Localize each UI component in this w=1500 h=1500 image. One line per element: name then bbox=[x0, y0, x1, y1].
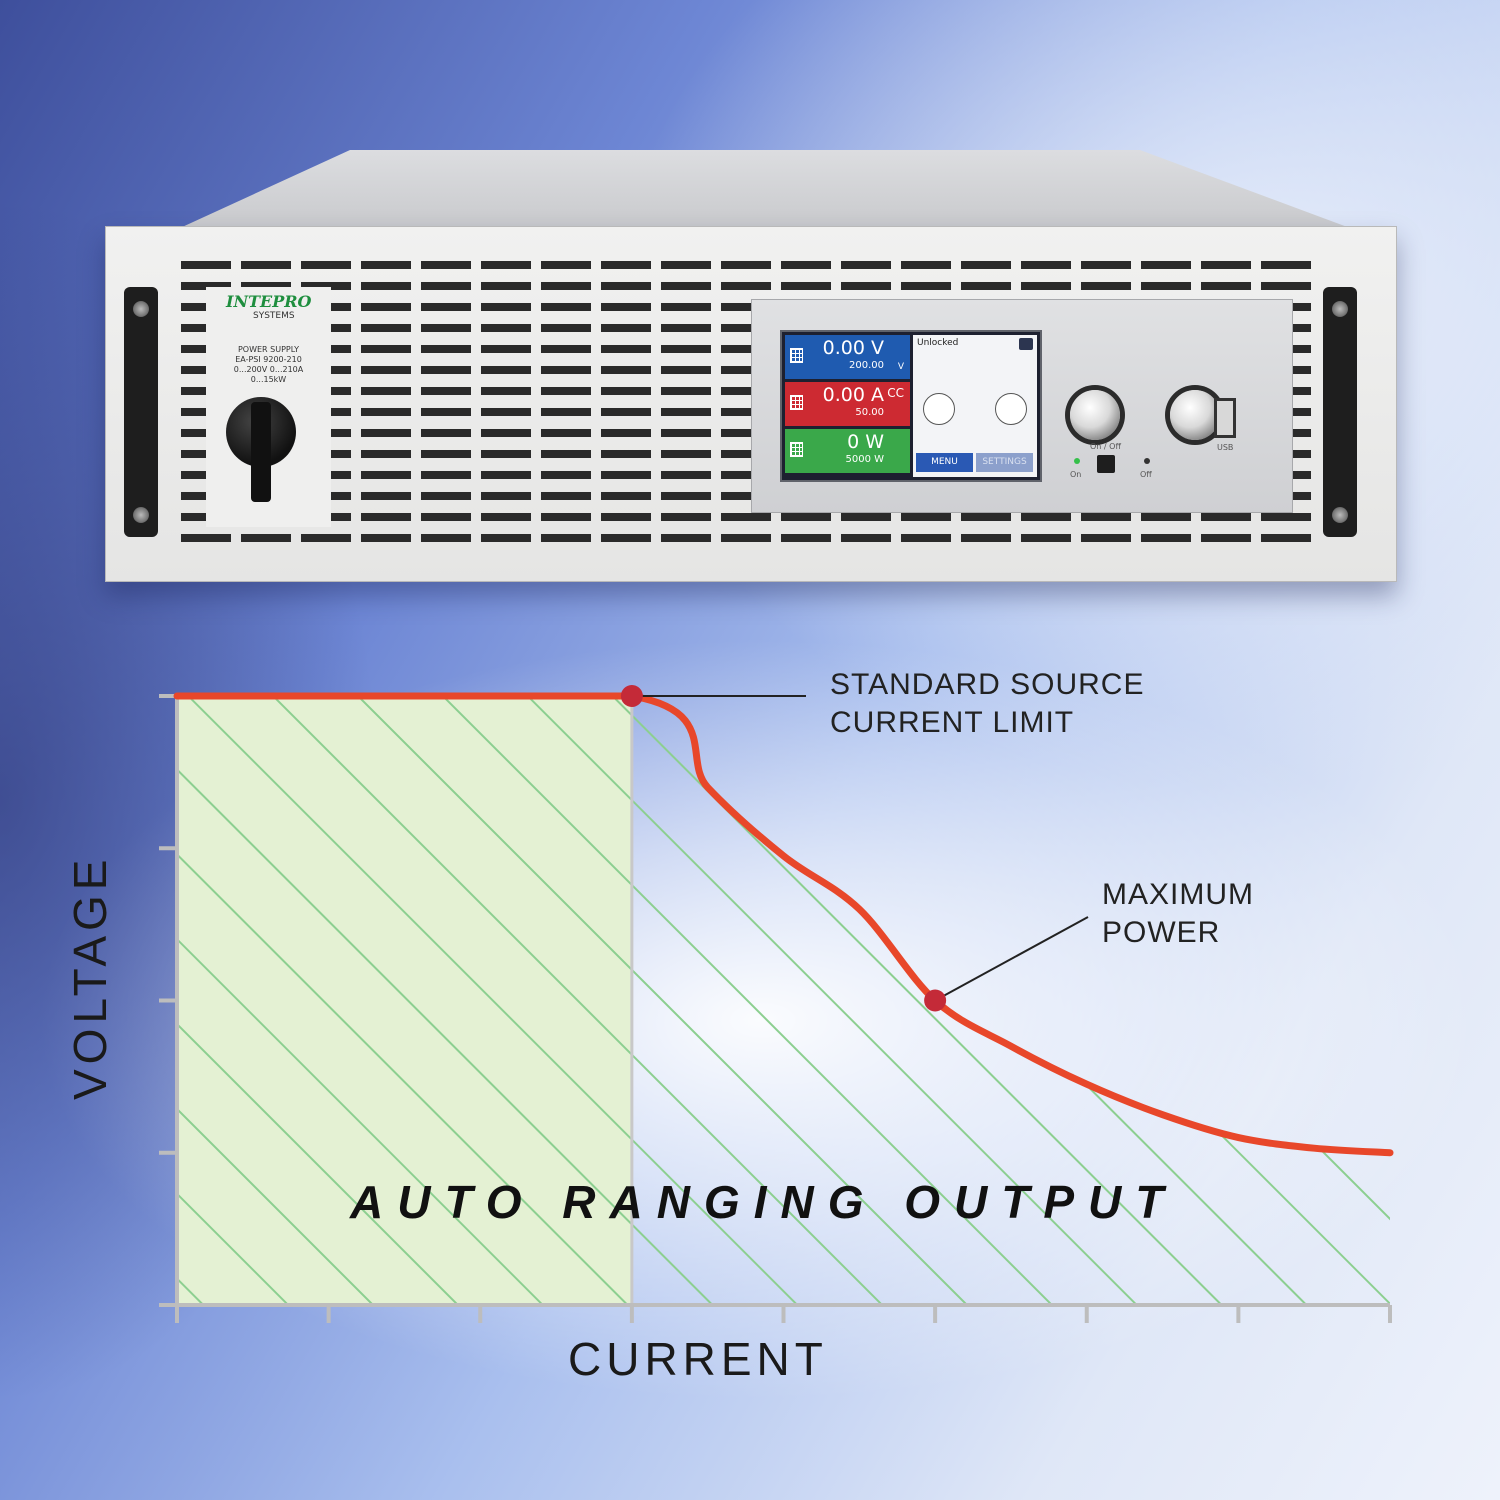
current-actual: 0.00 A bbox=[822, 384, 884, 406]
led-on-icon bbox=[1074, 458, 1080, 464]
model-line: 0...200V 0...210A bbox=[233, 365, 304, 374]
brand-logo: INTEPRO bbox=[226, 292, 312, 311]
power-row[interactable]: 0 W 5000 W bbox=[785, 429, 910, 473]
right-rotary-knob[interactable] bbox=[1170, 390, 1220, 440]
model-line: POWER SUPPLY bbox=[237, 345, 300, 354]
model-line: EA-PSI 9200-210 bbox=[235, 355, 302, 364]
onoff-label: On / Off bbox=[1090, 442, 1121, 451]
annotation-line: STANDARD SOURCE bbox=[830, 668, 1145, 701]
annotation-line: MAXIMUM bbox=[1102, 878, 1254, 911]
max-power-leader bbox=[934, 916, 1089, 1002]
output-limit-curve bbox=[173, 692, 1394, 1157]
keypad-icon[interactable] bbox=[790, 348, 803, 363]
annotation-line: POWER bbox=[1102, 916, 1221, 949]
voltage-unit: V bbox=[897, 362, 904, 372]
power-supply-device: INTEPRO SYSTEMS POWER SUPPLY EA-PSI 9200… bbox=[100, 150, 1400, 590]
x-axis-label: CURRENT bbox=[568, 1333, 828, 1385]
right-knob-assignment-icon bbox=[995, 393, 1027, 425]
left-handle bbox=[124, 287, 158, 537]
voltage-actual: 0.00 V bbox=[822, 337, 884, 359]
current-setpoint: 50.00 bbox=[855, 407, 884, 418]
y-axis-label: VOLTAGE bbox=[64, 854, 116, 1100]
annotation-line: CURRENT LIMIT bbox=[830, 706, 1075, 739]
power-actual: 0 W bbox=[847, 431, 884, 453]
left-knob-assignment-icon bbox=[923, 393, 955, 425]
usb-label: USB bbox=[1217, 443, 1234, 452]
screw-icon bbox=[1332, 507, 1348, 523]
screw-icon bbox=[133, 301, 149, 317]
max-power-point bbox=[924, 989, 947, 1012]
model-line: 0...15kW bbox=[250, 375, 287, 384]
settings-button[interactable]: SETTINGS bbox=[976, 453, 1033, 472]
mains-switch-lever[interactable] bbox=[251, 402, 271, 502]
left-rotary-knob[interactable] bbox=[1070, 390, 1120, 440]
keypad-icon[interactable] bbox=[790, 442, 803, 457]
voltage-row[interactable]: 0.00 V 200.00 V bbox=[785, 335, 910, 379]
current-row[interactable]: 0.00 A CC 50.00 bbox=[785, 382, 910, 426]
brand-subtitle: SYSTEMS bbox=[253, 311, 295, 321]
keypad-icon[interactable] bbox=[790, 395, 803, 410]
touch-display[interactable]: 0.00 V 200.00 V 0.00 A CC 50.00 0 W 5000… bbox=[780, 330, 1042, 482]
operating-area-hatch bbox=[177, 696, 1390, 1305]
menu-button[interactable]: MENU bbox=[916, 453, 973, 472]
led-off-icon bbox=[1144, 458, 1150, 464]
device-top-plate bbox=[180, 150, 1350, 228]
device-front-panel: INTEPRO SYSTEMS POWER SUPPLY EA-PSI 9200… bbox=[105, 226, 1397, 582]
led-off-label: Off bbox=[1140, 470, 1152, 479]
screw-icon bbox=[133, 507, 149, 523]
status-pane: Unlocked MENU SETTINGS bbox=[913, 335, 1037, 477]
current-limit-annotation: STANDARD SOURCE CURRENT LIMIT bbox=[830, 666, 1144, 742]
lock-icon[interactable] bbox=[1019, 338, 1033, 350]
usb-port-icon[interactable] bbox=[1214, 398, 1236, 438]
chart-title: AUTO RANGING OUTPUT bbox=[350, 1176, 1178, 1228]
led-on-label: On bbox=[1070, 470, 1082, 479]
voltage-setpoint: 200.00 bbox=[849, 360, 884, 371]
current-limit-point bbox=[620, 685, 643, 707]
model-info: POWER SUPPLY EA-PSI 9200-210 0...200V 0.… bbox=[206, 345, 331, 385]
regulation-mode: CC bbox=[887, 386, 904, 400]
max-power-annotation: MAXIMUM POWER bbox=[1102, 876, 1254, 952]
output-onoff-button[interactable] bbox=[1097, 455, 1115, 473]
power-setpoint: 5000 W bbox=[845, 454, 884, 465]
lock-status: Unlocked bbox=[917, 338, 959, 348]
control-panel: 0.00 V 200.00 V 0.00 A CC 50.00 0 W 5000… bbox=[751, 299, 1293, 513]
right-handle bbox=[1323, 287, 1357, 537]
screw-icon bbox=[1332, 301, 1348, 317]
